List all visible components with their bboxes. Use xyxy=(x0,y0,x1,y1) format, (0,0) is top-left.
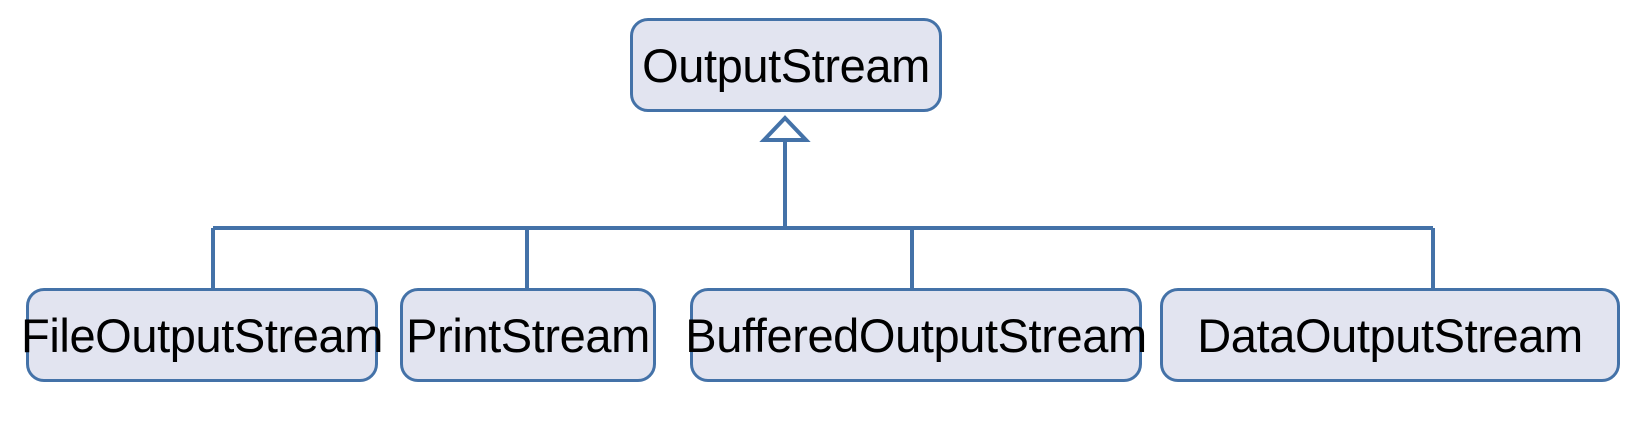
inheritance-arrow-icon xyxy=(759,115,811,142)
uml-class-printstream[interactable]: PrintStream xyxy=(400,288,656,382)
uml-class-label: OutputStream xyxy=(642,38,930,92)
uml-class-label: FileOutputStream xyxy=(21,308,383,362)
uml-class-dataoutputstream[interactable]: DataOutputStream xyxy=(1160,288,1620,382)
uml-class-label: BufferedOutputStream xyxy=(685,308,1147,362)
uml-class-fileoutputstream[interactable]: FileOutputStream xyxy=(21,288,383,382)
uml-class-label: PrintStream xyxy=(406,308,650,362)
uml-class-outputstream[interactable]: OutputStream xyxy=(630,18,942,112)
uml-class-label: DataOutputStream xyxy=(1197,308,1583,362)
uml-class-bufferedoutputstream[interactable]: BufferedOutputStream xyxy=(685,288,1147,382)
